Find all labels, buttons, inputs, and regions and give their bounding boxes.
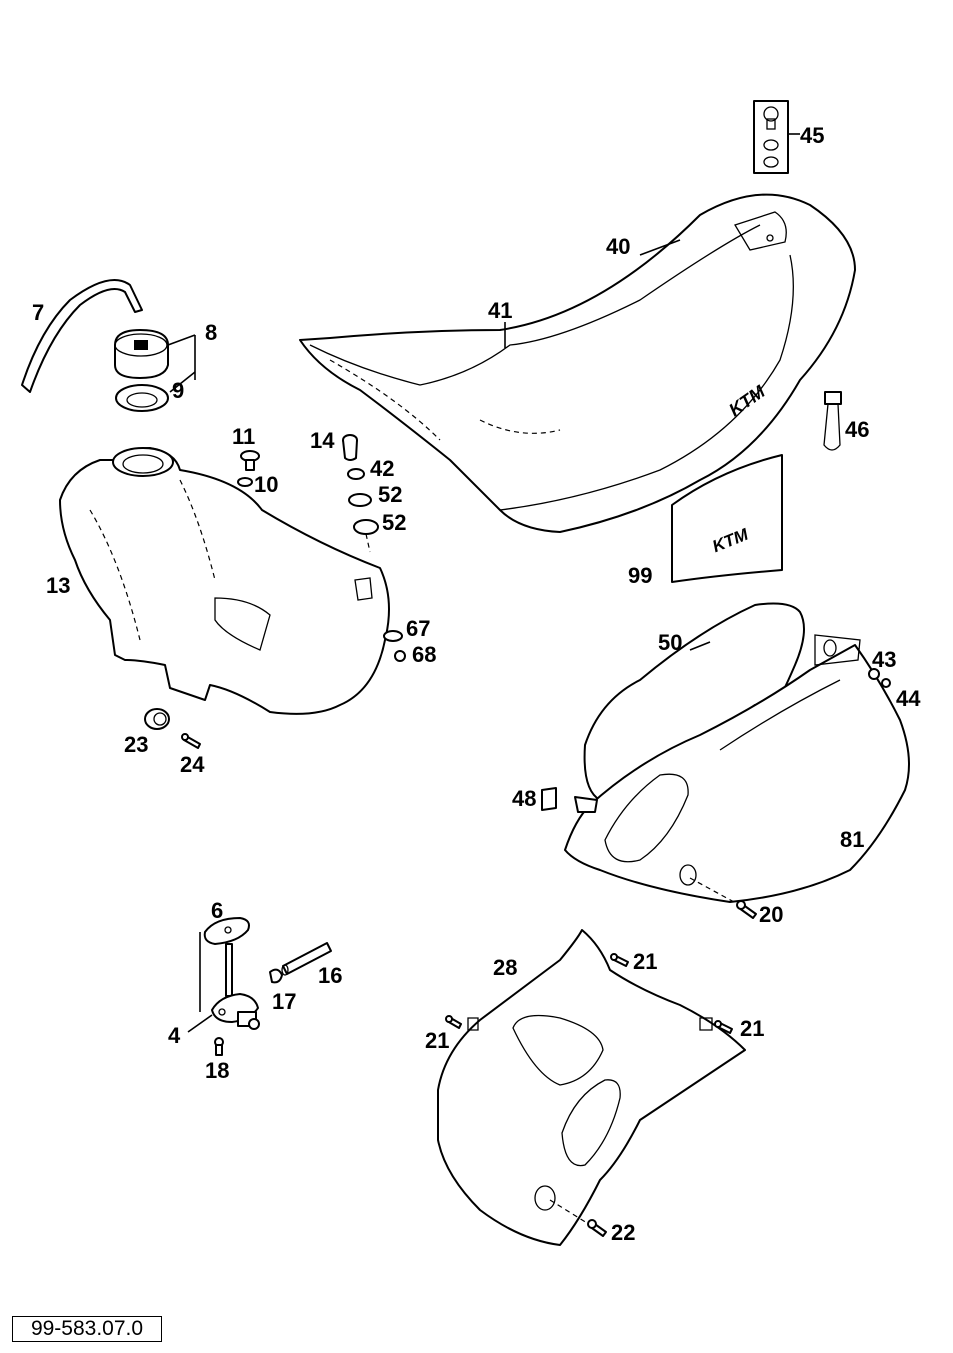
callout-24: 24 [180, 752, 205, 777]
callout-21c: 21 [740, 1016, 764, 1041]
callout-20: 20 [759, 902, 783, 927]
callout-68: 68 [412, 642, 436, 667]
callout-44: 44 [896, 686, 921, 711]
callout-41: 41 [488, 298, 512, 323]
callout-43: 43 [872, 647, 896, 672]
callout-46: 46 [845, 417, 869, 442]
callout-8: 8 [205, 320, 217, 345]
callout-81: 81 [840, 827, 864, 852]
part-40-seat: KTM [299, 193, 856, 533]
part-28-lower-cover [437, 929, 746, 1246]
callout-42: 42 [370, 456, 394, 481]
part-8-fuel-cap [114, 329, 196, 379]
part-45-kit [753, 100, 800, 174]
callout-45: 45 [800, 123, 824, 148]
callout-52a: 52 [378, 482, 402, 507]
callout-40: 40 [606, 234, 630, 259]
part-9-seal [115, 335, 196, 412]
part-52-washer-a [348, 493, 372, 507]
part-48-clip [541, 787, 557, 811]
callout-13: 13 [46, 573, 70, 598]
part-7-hose [21, 279, 143, 393]
callout-17: 17 [272, 989, 296, 1014]
callout-67: 67 [406, 616, 430, 641]
part-21-screw-c [714, 1020, 733, 1034]
callout-99: 99 [628, 563, 652, 588]
part-17-clamp [269, 968, 283, 984]
part-14-bushing [342, 434, 358, 461]
callout-16: 16 [318, 963, 342, 988]
callout-7: 7 [32, 300, 44, 325]
callout-28: 28 [493, 955, 517, 980]
part-44-nut [881, 678, 891, 688]
part-18-screw [214, 1037, 224, 1056]
part-23-grommet [144, 708, 170, 730]
callout-18: 18 [205, 1058, 229, 1083]
callout-9: 9 [172, 378, 184, 403]
part-52-washer-b [353, 519, 379, 535]
callout-21a: 21 [633, 949, 657, 974]
part-10-washer [237, 477, 253, 487]
callout-48: 48 [512, 786, 536, 811]
callout-23: 23 [124, 732, 148, 757]
callout-4: 4 [168, 1023, 181, 1048]
part-67-washer [383, 630, 403, 642]
part-99-decal: KTM [671, 454, 783, 583]
part-46-strap [823, 391, 842, 451]
part-81-side-cover [564, 634, 910, 909]
part-13-fuel-tank [59, 447, 390, 715]
part-43-washer [868, 668, 880, 680]
part-16-hose [281, 942, 332, 976]
callout-11: 11 [232, 424, 255, 449]
part-20-screw [736, 900, 757, 919]
callout-10: 10 [254, 472, 278, 497]
callout-14: 14 [310, 428, 335, 453]
callout-22: 22 [611, 1220, 635, 1245]
part-4-fuel-tap [211, 943, 260, 1030]
callout-6: 6 [211, 898, 223, 923]
callout-52b: 52 [382, 510, 406, 535]
part-68-nut [394, 650, 406, 662]
part-24-screw [181, 733, 201, 749]
part-21-screw-a [610, 953, 629, 967]
part-6-gasket [203, 917, 250, 945]
drawing-code-label: 99-583.07.0 [12, 1316, 162, 1342]
callout-50: 50 [658, 630, 682, 655]
callout-21b: 21 [425, 1028, 449, 1053]
part-22-screw [587, 1219, 607, 1237]
part-11-bolt [240, 450, 260, 471]
part-21-screw-b [445, 1015, 462, 1029]
part-42-washer [347, 468, 365, 480]
